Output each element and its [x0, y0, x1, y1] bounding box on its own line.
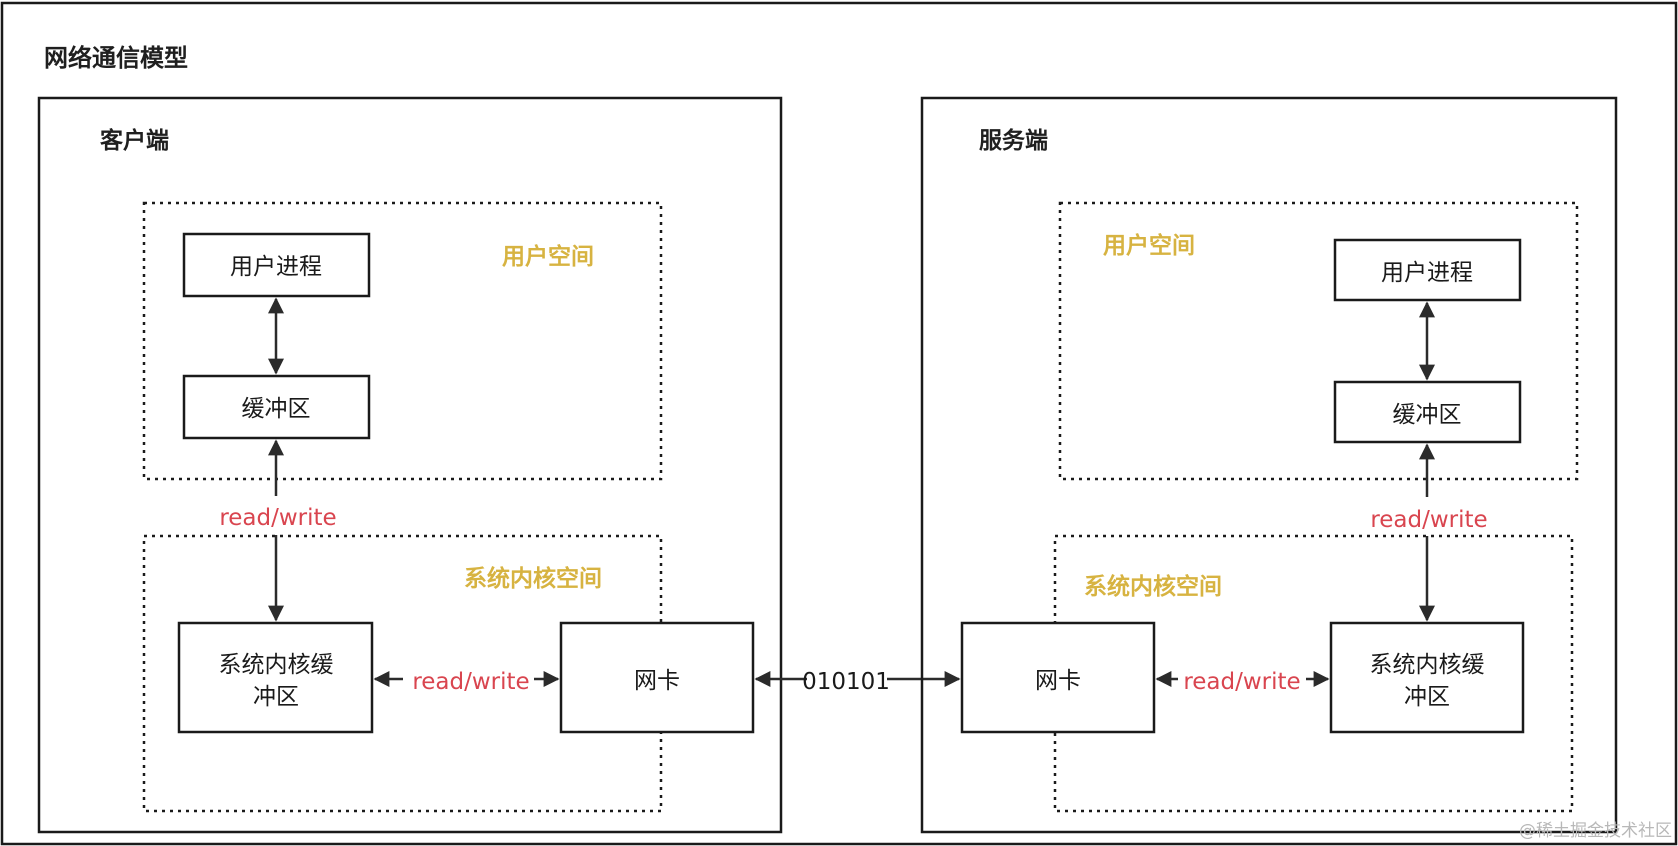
- server-rw-horizontal-label: read/write: [1183, 669, 1300, 695]
- client-kernel-space-label: 系统内核空间: [464, 565, 602, 592]
- server-user-process-label: 用户进程: [1381, 260, 1473, 286]
- server-panel-border: [920, 96, 1618, 834]
- client-kernel-buffer-label-line1: 系统内核缓: [219, 652, 334, 678]
- server-user-space-label: 用户空间: [1103, 232, 1195, 259]
- client-rw-vertical-label: read/write: [219, 505, 336, 531]
- server-nic-label: 网卡: [1035, 668, 1081, 694]
- client-buffer-box: 缓冲区: [182, 374, 371, 440]
- server-buffer-label: 缓冲区: [1393, 402, 1462, 428]
- server-user-process-box: 用户进程: [1333, 238, 1522, 302]
- server-rw-vertical-label: read/write: [1370, 507, 1487, 533]
- client-kernel-buffer-label-line2: 冲区: [253, 684, 299, 710]
- client-nic-label: 网卡: [634, 668, 680, 694]
- client-panel: 客户端 用户空间 系统内核空间 用户进程 缓冲区 系统内核缓 冲区 网卡 rea…: [37, 96, 783, 834]
- server-kernel-space-label: 系统内核空间: [1084, 573, 1222, 600]
- server-label: 服务端: [979, 128, 1048, 154]
- client-kernel-buffer-box: 系统内核缓 冲区: [177, 621, 374, 734]
- diagram-title: 网络通信模型: [44, 44, 188, 72]
- watermark-text: @稀土掘金技术社区: [1519, 821, 1672, 841]
- client-user-space-zone: [142, 201, 663, 481]
- client-nic-box: 网卡: [559, 621, 755, 734]
- server-kernel-space-zone: [1053, 534, 1574, 813]
- server-user-space-zone: [1058, 201, 1579, 481]
- client-user-space-label: 用户空间: [502, 243, 594, 270]
- network-bits-label: 010101: [802, 669, 890, 695]
- client-label: 客户端: [100, 127, 169, 154]
- server-panel: 服务端 用户空间 系统内核空间 用户进程 缓冲区 系统内核缓 冲区 网卡 rea…: [920, 96, 1618, 834]
- client-user-process-label: 用户进程: [230, 254, 322, 280]
- server-nic-box: 网卡: [960, 621, 1156, 734]
- server-buffer-box: 缓冲区: [1333, 380, 1522, 444]
- server-kernel-buffer-label-line1: 系统内核缓: [1370, 652, 1485, 678]
- server-kernel-buffer-label-line2: 冲区: [1404, 684, 1450, 710]
- client-user-process-box: 用户进程: [182, 232, 371, 298]
- client-rw-horizontal-label: read/write: [412, 669, 529, 695]
- client-panel-border: [37, 96, 783, 834]
- client-buffer-label: 缓冲区: [242, 396, 311, 422]
- client-kernel-space-zone: [142, 534, 663, 813]
- server-kernel-buffer-box: 系统内核缓 冲区: [1329, 621, 1525, 734]
